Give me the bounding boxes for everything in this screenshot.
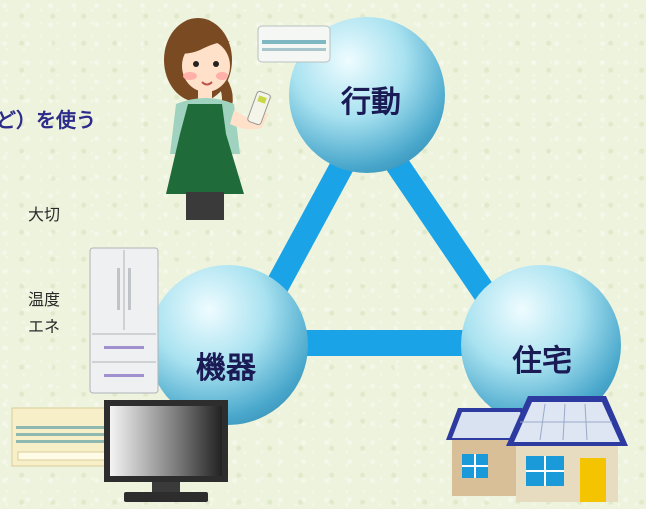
sphere-appliances bbox=[148, 265, 308, 425]
text-fragment-3: エネ bbox=[28, 317, 61, 336]
solar-house-icon bbox=[446, 396, 628, 502]
woman-with-remote-icon bbox=[164, 18, 271, 220]
heading-fragment: ど）を使う bbox=[0, 108, 96, 132]
sphere-housing bbox=[461, 265, 621, 425]
air-conditioner-icon bbox=[257, 25, 331, 63]
sphere-label-housing: 住宅 bbox=[512, 344, 572, 379]
refrigerator-icon bbox=[89, 247, 159, 394]
text-fragment-2: 温度 bbox=[28, 290, 61, 309]
text-fragment-1: 大切 bbox=[28, 205, 61, 224]
tv-monitor-icon bbox=[104, 400, 228, 502]
sphere-label-appliances: 機器 bbox=[196, 351, 256, 386]
sphere-label-behavior: 行動 bbox=[341, 85, 401, 120]
